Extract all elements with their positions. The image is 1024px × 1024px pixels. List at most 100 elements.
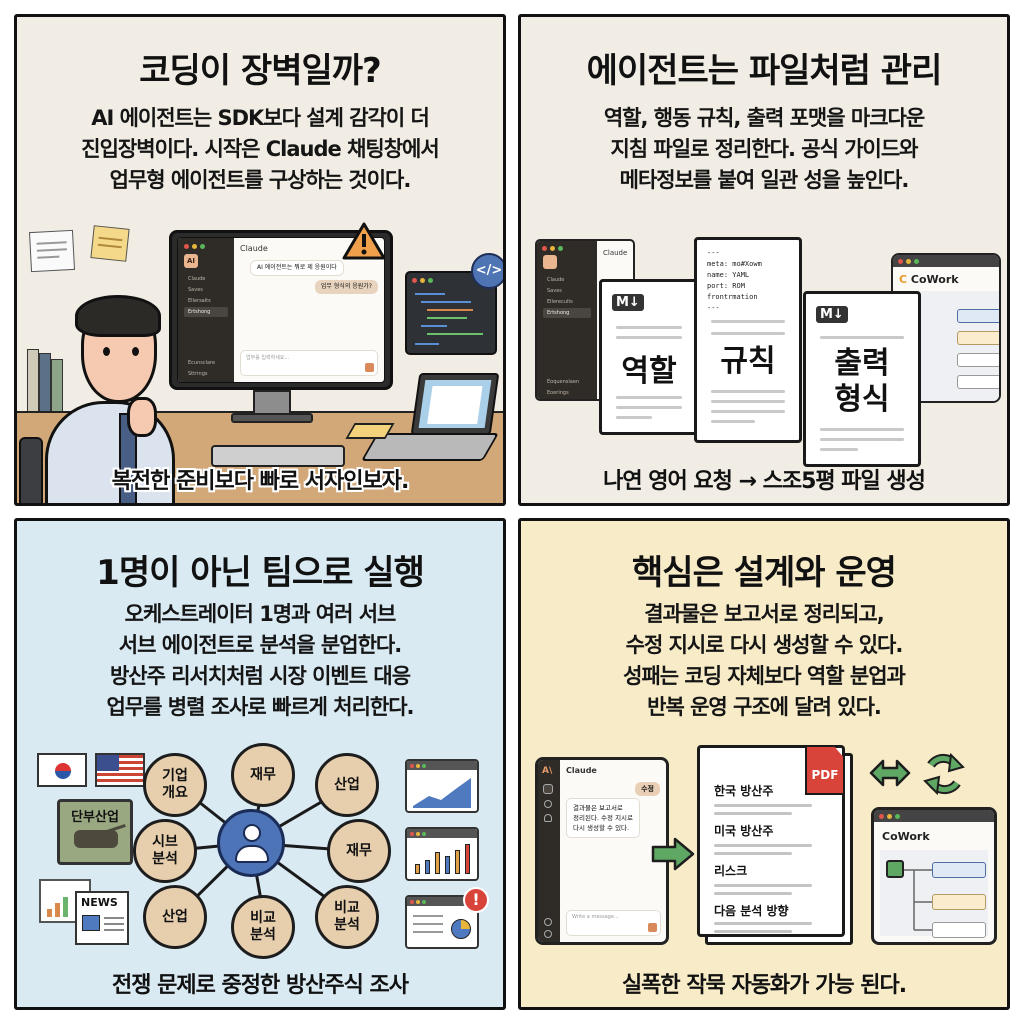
pie-chart-window	[405, 895, 479, 949]
user-message: 수정	[635, 782, 660, 796]
orchestrator-user-icon[interactable]	[217, 809, 285, 877]
agent-node[interactable]: 재무	[327, 819, 391, 883]
korea-flag-icon	[37, 753, 87, 787]
refresh-icon	[923, 752, 965, 796]
desc-line: 역할, 행동 규칙, 출력 포맷을 마크다운	[603, 106, 925, 130]
hand	[127, 397, 157, 437]
chat-sidebar: Claude Saves Ellerecults Ertshong Eoquen…	[537, 241, 597, 399]
chat-input[interactable]: Write a message...	[566, 910, 661, 936]
agent-node-icon	[886, 860, 904, 878]
sidebar-item[interactable]: Claude	[547, 277, 565, 283]
cowork-brand: CoWork	[882, 830, 930, 843]
desc-line: 수정 지시로 다시 생성할 수 있다.	[625, 633, 904, 657]
panel-caption: 나연 영어 요청 → 스조5평 파일 생성	[603, 469, 926, 494]
desc-line: 성패는 코딩 자체보다 역할 분업과	[623, 664, 906, 688]
desc-line: 오케스트레이터 1명과 여러 서브	[124, 602, 397, 626]
chat-input-placeholder: 업무를 입력하세요...	[246, 355, 290, 361]
cowork-window: CoWork	[871, 807, 997, 945]
desc-line: 메타정보를 붙여 일관 성을 높인다.	[619, 168, 910, 192]
home-icon[interactable]	[543, 784, 553, 794]
panel-description: AI 에이전트는 SDK보다 설계 감각이 더 진입장벽이다. 시작은 Clau…	[27, 103, 493, 196]
industry-card-label: 단부산업	[71, 810, 119, 825]
line-chart-window	[405, 759, 479, 813]
sidebar-footer-item[interactable]: Ecunsclare	[188, 360, 216, 366]
eye-left	[103, 347, 110, 356]
industry-card: 단부산업	[57, 799, 133, 865]
chat-sidebar: AI Claude Saves Ellersaits Ertshong Ecun…	[178, 238, 234, 382]
sidebar-footer-item[interactable]: Eoquenslaen	[547, 379, 580, 385]
panel-title: 코딩이 장벽일까?	[139, 51, 382, 91]
panel-title: 에이전트는 파일처럼 관리	[586, 51, 943, 91]
chat-title[interactable]: Claude	[603, 249, 628, 257]
alert-icon: !	[463, 887, 489, 913]
claude-chat-window: A\ Claude 수정 결과물은 보고서로 정리된다. 수정 지시로 다시 생…	[535, 757, 669, 945]
assistant-message: 결과물은 보고서로 정리된다. 수정 지시로 다시 생성할 수 있다.	[566, 798, 641, 838]
sidebar-item[interactable]: Claude	[188, 276, 206, 282]
chat-title[interactable]: Claude	[240, 244, 268, 253]
panel-title: 1명이 아닌 팀으로 실행	[96, 553, 425, 593]
keyboard	[211, 445, 345, 467]
sidebar-item[interactable]: Saves	[188, 287, 203, 293]
sidebar-footer-item[interactable]: Sttrings	[188, 371, 208, 377]
arrow-right-icon	[651, 837, 695, 871]
desc-line: 업무형 에이전트를 구상하는 것이다.	[109, 168, 412, 192]
desc-line: 서브 에이전트로 분석을 분업한다.	[118, 633, 402, 657]
sidebar-item-active[interactable]: Ertshong	[543, 308, 591, 318]
profile-icon[interactable]	[544, 930, 552, 938]
tree-connector	[904, 869, 932, 931]
sidebar-item[interactable]: Ellerecults	[547, 299, 573, 305]
sidebar-item[interactable]: Ellersaits	[188, 298, 211, 304]
agent-node[interactable]: 산업	[143, 885, 207, 949]
claude-chat-window: AI Claude Saves Ellersaits Ertshong Ecun…	[177, 237, 385, 383]
double-arrow-icon	[869, 759, 911, 787]
line-chart-icon	[413, 778, 471, 808]
panel-caption: 복전한 준비보다 빠로 서자인보자.	[111, 469, 410, 494]
desc-line: 반복 운영 구조에 달려 있다.	[647, 695, 882, 719]
doc-output-format: M↓ 출력 형식	[803, 291, 921, 467]
chat-icon[interactable]	[544, 800, 552, 808]
panel-design-operations: 핵심은 설계와 운영 결과물은 보고서로 정리되고, 수정 지시로 다시 생성할…	[518, 518, 1010, 1010]
chair	[19, 437, 43, 503]
agent-node[interactable]: 산업	[315, 753, 379, 817]
cowork-brand: C CoWork	[899, 273, 959, 286]
users-icon[interactable]	[544, 814, 552, 822]
report-section: 리스크	[714, 864, 748, 878]
agent-node[interactable]: 재무	[231, 743, 295, 807]
desc-line: 진입장벽이다. 시작은 Claude 채팅창에서	[81, 137, 439, 161]
pie-chart-icon	[451, 919, 471, 939]
agent-node[interactable]: 비교 분석	[315, 885, 379, 949]
agent-node[interactable]: 기업 개요	[143, 753, 207, 817]
pdf-report: PDF 한국 방산주 미국 방산주 리스크 다음 분석 방향	[697, 745, 845, 937]
desc-line: 결과물은 보고서로 정리되고,	[644, 602, 884, 626]
report-section: 다음 분석 방향	[714, 904, 789, 918]
sidebar-footer-item[interactable]: Eoerings	[547, 390, 569, 396]
panel-team-execution: 1명이 아닌 팀으로 실행 오케스트레이터 1명과 여러 서브 서브 에이전트로…	[14, 518, 506, 1010]
doc-label: 규칙	[720, 344, 776, 379]
laptop	[410, 373, 500, 435]
settings-icon[interactable]	[544, 918, 552, 926]
desc-line: 업무를 병렬 조사로 빠르게 처리한다.	[106, 695, 414, 719]
sidebar-item-active[interactable]: Ertshong	[184, 307, 228, 317]
chat-input[interactable]: 업무를 입력하세요...	[240, 350, 378, 376]
sticky-note-yellow	[90, 225, 130, 262]
code-icon: </>	[471, 253, 503, 289]
usa-flag-icon	[95, 753, 145, 787]
monitor-base	[231, 413, 313, 423]
panel-description: 역할, 행동 규칙, 출력 포맷을 마크다운 지침 파일로 정리한다. 공식 가…	[531, 103, 997, 196]
send-button[interactable]	[365, 363, 374, 372]
warning-icon	[342, 222, 386, 260]
news-icon: NEWS	[75, 891, 129, 945]
doc-label: 역할	[621, 354, 677, 389]
sidebar-item[interactable]: Saves	[547, 288, 562, 294]
agent-node[interactable]: 비교 분석	[231, 895, 295, 959]
tank-icon	[74, 830, 118, 848]
chat-title[interactable]: Claude	[566, 766, 597, 775]
desc-line: 방산주 리서치처럼 시장 이벤트 대응	[109, 664, 411, 688]
panel-caption: 전쟁 문제로 중정한 방산주식 조사	[112, 973, 409, 998]
desc-line: 지침 파일로 정리한다. 공식 가이드와	[610, 137, 918, 161]
doc-role: M↓ 역할	[599, 279, 699, 435]
agent-node[interactable]: 시브 분석	[133, 819, 197, 883]
send-button[interactable]	[648, 923, 657, 932]
